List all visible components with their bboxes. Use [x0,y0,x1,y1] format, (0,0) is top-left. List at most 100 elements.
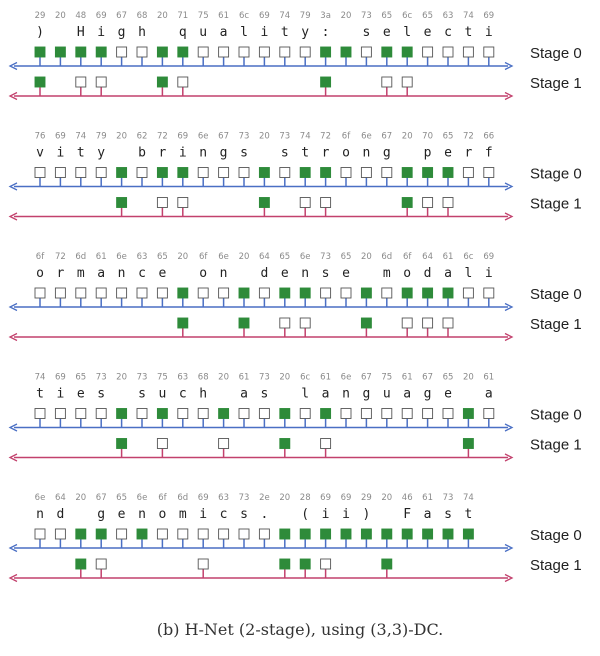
stage0-selected-token [177,287,189,299]
byte-hex-label: 69 [259,11,270,21]
stage0-token [442,46,454,58]
byte-char-label: o [158,507,166,522]
stage0-selected-token [442,167,454,178]
byte-hex-label: 6e [361,132,372,142]
stage0-right-arrow-icon [504,543,514,553]
stage0-token [218,46,230,58]
stage1-left-arrow-icon [8,453,18,462]
byte-char-label: h [199,387,207,402]
byte-hex-label: 67 [116,11,127,21]
byte-char-label: o [342,146,350,161]
byte-hex-label: 6e [300,252,311,262]
stage0-token [299,408,311,419]
stage0-selected-token [279,528,291,540]
stage1-right-arrow-icon [504,453,514,462]
byte-char-label: t [36,387,44,402]
stage0-token [340,167,352,178]
stage0-token [177,528,189,540]
byte-char-label: e [118,507,126,522]
byte-char-label: a [485,387,493,402]
stage0-token [360,46,372,58]
stage0-token [462,287,474,299]
byte-hex-label: 61 [443,252,454,262]
byte-char-label: s [362,25,370,40]
stage1-selected-token [116,197,128,208]
stage0-token [136,46,148,58]
byte-hex-label: 20 [361,252,372,262]
byte-hex-label: 68 [198,373,209,383]
stage1-token [177,197,189,208]
byte-hex-label: 67 [381,132,392,142]
byte-hex-label: 69 [483,11,494,21]
byte-hex-label: 75 [381,373,392,383]
stage1-selected-token [258,197,270,208]
byte-char-label: l [403,25,411,40]
byte-hex-label: 69 [198,493,209,503]
stage0-token [258,46,270,58]
stage0-token [360,167,372,178]
stage0-token [34,167,46,178]
byte-hex-label: 67 [361,373,372,383]
byte-hex-label: 20 [116,132,127,142]
byte-hex-label: 69 [320,493,331,503]
stage0-selected-token [156,167,168,178]
byte-char-label: g [118,25,126,40]
byte-hex-label: 73 [320,252,331,262]
byte-char-label: d [56,507,64,522]
byte-hex-label: 61 [422,493,433,503]
byte-char-label: r [158,146,166,161]
byte-hex-label: 20 [402,132,413,142]
stage0-token [483,408,495,419]
stage0-token [238,528,250,540]
byte-hex-label: 61 [239,373,250,383]
byte-char-label: u [199,25,207,40]
stage0-token [483,287,495,299]
byte-hex-label: 20 [239,252,250,262]
stage0-selected-token [299,167,311,178]
byte-hex-label: 6f [36,252,45,262]
byte-hex-label: 74 [300,132,311,142]
stage0-selected-token [401,46,413,58]
stage0-token [442,408,454,419]
stage1-selected-token [279,558,291,570]
stage0-token [75,287,87,299]
byte-char-label: c [138,266,146,281]
byte-hex-label: 20 [116,373,127,383]
byte-char-label: a [220,25,228,40]
stage0-token [54,528,66,540]
byte-char-label: e [281,266,289,281]
byte-char-label: n [199,146,207,161]
byte-hex-label: 3a [320,11,331,21]
byte-hex-label: 61 [483,373,494,383]
stage0-selected-token [401,528,413,540]
stage0-token [197,287,209,299]
stage1-token [95,558,107,570]
stage0-token [218,528,230,540]
byte-hex-label: 73 [443,493,454,503]
stage-1-label: Stage 1 [530,557,582,574]
byte-hex-label: 74 [463,493,474,503]
stage0-left-arrow-icon [8,543,18,553]
stage0-token [279,167,291,178]
byte-hex-label: 65 [157,252,168,262]
byte-hex-label: 75 [198,11,209,21]
byte-hex-label: 74 [463,11,474,21]
byte-hex-label: 65 [279,252,290,262]
stage0-token [381,167,393,178]
stage0-selected-token [401,167,413,178]
stage0-right-arrow-icon [504,182,514,191]
byte-hex-label: 63 [137,252,148,262]
stage1-token [95,76,107,88]
byte-hex-label: 65 [75,373,86,383]
byte-hex-label: 61 [218,11,229,21]
stage0-token [95,287,107,299]
byte-hex-label: 62 [137,132,148,142]
stage0-token [34,287,46,299]
stage0-selected-token [116,167,128,178]
byte-char-label: s [138,387,146,402]
byte-char-label: i [342,507,350,522]
byte-hex-label: 29 [361,493,372,503]
byte-char-label: n [362,146,370,161]
byte-char-label: m [77,266,85,281]
byte-char-label: e [342,266,350,281]
